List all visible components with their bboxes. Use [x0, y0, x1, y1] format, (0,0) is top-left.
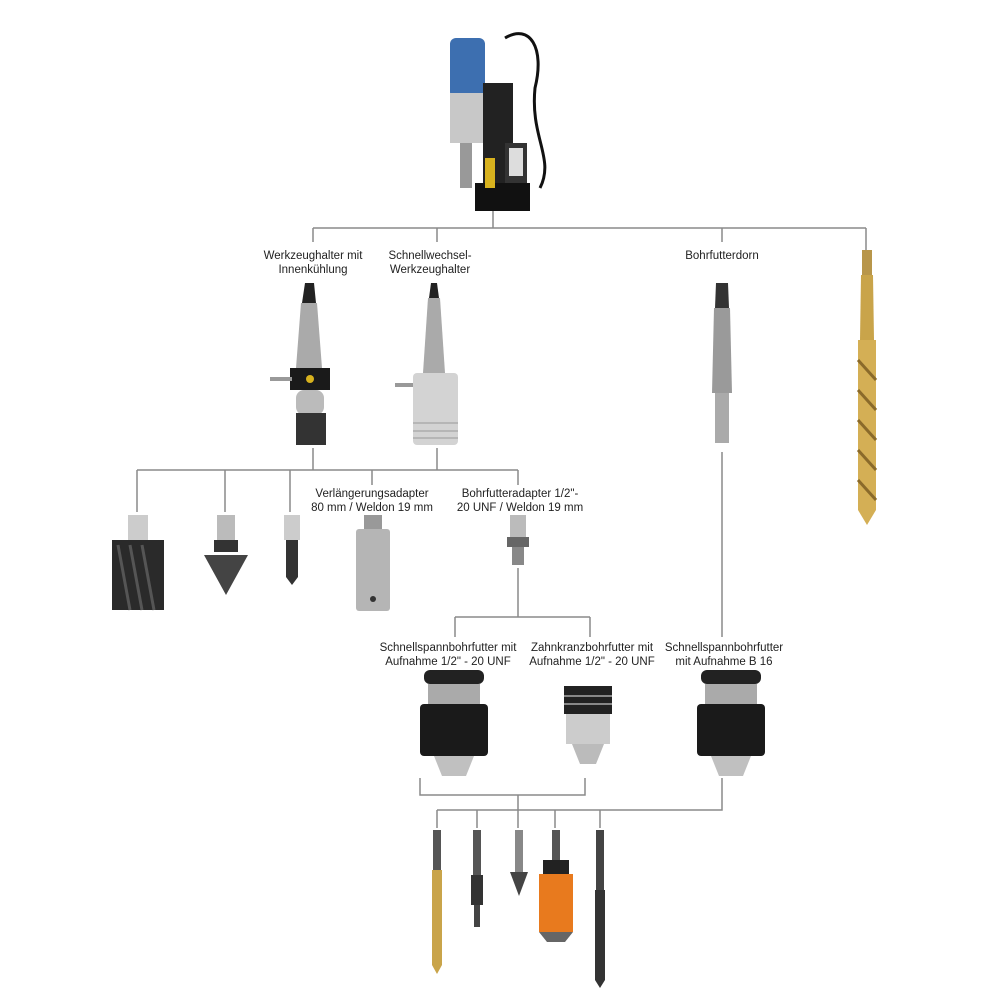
- label-line: Verlängerungsadapter: [315, 488, 429, 500]
- chuck-adapter-image: [507, 515, 529, 565]
- label-line: Bohrfutterdorn: [685, 250, 759, 262]
- key-chuck-unf-image: [564, 686, 612, 764]
- arbor-image: [712, 283, 732, 443]
- label-chuck-adapter: Bohrfutteradapter 1/2"- 20 UNF / Weldon 1…: [457, 487, 583, 515]
- label-line: mit Aufnahme B 16: [675, 656, 773, 668]
- twist-drill-weldon-image: [284, 515, 300, 585]
- quick-change-holder-image: [395, 283, 458, 445]
- label-line: Werkzeughalter mit: [263, 250, 363, 262]
- hss-drill-image: [432, 830, 442, 974]
- magnetic-drill-image: [450, 32, 547, 211]
- label-line: Werkzeughalter: [389, 264, 471, 276]
- label-line: Zahnkranzbohrfutter mit: [530, 642, 654, 654]
- label-quick-change: Schnellwechsel- Werkzeughalter: [388, 249, 471, 277]
- label-line: Aufnahme 1/2" - 20 UNF: [529, 656, 655, 668]
- keyless-chuck-b16-image: [697, 670, 765, 776]
- label-line: Schnellspannbohrfutter mit: [379, 642, 517, 654]
- label-keyless-chuck-b16: Schnellspannbohrfutter mit Aufnahme B 16: [665, 641, 783, 669]
- extension-adapter-image: [356, 515, 390, 611]
- step-drill-image: [471, 830, 483, 927]
- label-line: Schnellspannbohrfutter: [664, 642, 784, 654]
- label-line: Schnellwechsel-: [388, 250, 472, 262]
- tool-holder-cooling-image: [270, 283, 330, 445]
- label-line: Aufnahme 1/2" - 20 UNF: [385, 656, 511, 668]
- label-arbor: Bohrfutterdorn: [685, 249, 759, 263]
- keyless-chuck-unf-image: [420, 670, 488, 776]
- reamer-image: [595, 830, 605, 988]
- countersink-small-image: [510, 830, 528, 896]
- label-line: 20 UNF / Weldon 19 mm: [456, 502, 584, 514]
- label-line: Innenkühlung: [278, 264, 348, 276]
- countersink-image: [204, 515, 248, 595]
- label-line: 80 mm / Weldon 19 mm: [311, 502, 433, 514]
- hole-saw-image: [539, 830, 573, 942]
- annular-cutter-image: [112, 515, 164, 611]
- label-extension: Verlängerungsadapter 80 mm / Weldon 19 mm: [311, 487, 433, 515]
- label-line: Bohrfutteradapter 1/2"-: [461, 488, 579, 500]
- taper-shank-drill-image: [856, 250, 878, 525]
